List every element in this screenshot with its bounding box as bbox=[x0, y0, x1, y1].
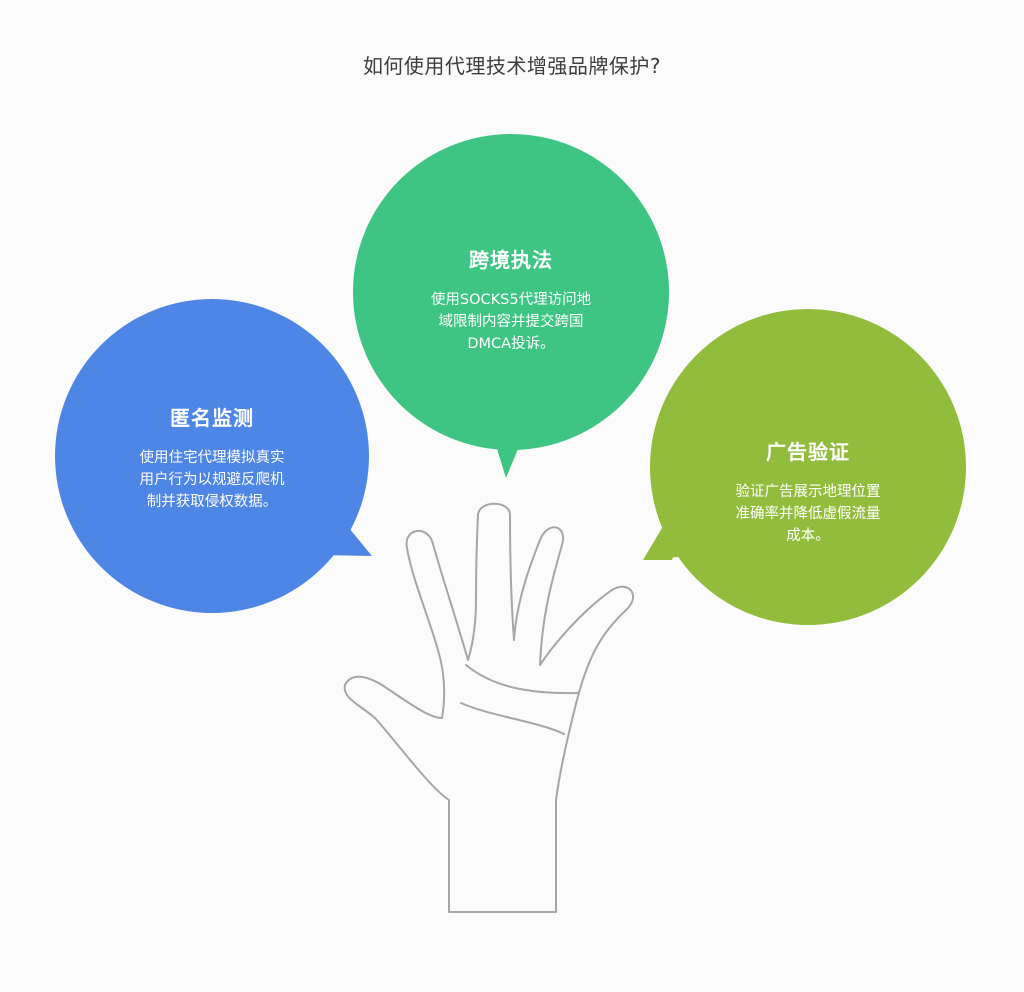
bubble-description: 使用SOCKS5代理访问地 域限制内容并提交跨国 DMCA投诉。 bbox=[391, 289, 631, 355]
bubble-desc-line: 用户行为以规避反爬机 bbox=[139, 472, 285, 488]
bubble-description: 验证广告展示地理位置 准确率并降低虚假流量 成本。 bbox=[688, 481, 928, 547]
bubble-ad-verification bbox=[642, 309, 966, 625]
bubble-desc-line: 制并获取侵权数据。 bbox=[146, 494, 278, 510]
bubble-desc-line: DMCA投诉。 bbox=[467, 336, 555, 352]
bubble-heading: 跨境执法 bbox=[469, 248, 553, 272]
bubble-cross-border-enforcement bbox=[353, 134, 669, 478]
bubble-desc-line: 使用住宅代理模拟真实 bbox=[139, 450, 285, 466]
page-title: 如何使用代理技术增强品牌保护? bbox=[362, 54, 662, 78]
bubble-text-cross-border-enforcement: 跨境执法 使用SOCKS5代理访问地 域限制内容并提交跨国 DMCA投诉。 bbox=[391, 244, 631, 355]
bubble-text-ad-verification: 广告验证 验证广告展示地理位置 准确率并降低虚假流量 成本。 bbox=[688, 436, 928, 547]
bubble-heading: 广告验证 bbox=[766, 440, 850, 464]
bubble-text-anonymous-monitoring: 匿名监测 使用住宅代理模拟真实 用户行为以规避反爬机 制并获取侵权数据。 bbox=[92, 402, 332, 513]
bubble-desc-line: 验证广告展示地理位置 bbox=[735, 484, 881, 500]
bubble-heading: 匿名监测 bbox=[170, 406, 254, 430]
bubble-description: 使用住宅代理模拟真实 用户行为以规避反爬机 制并获取侵权数据。 bbox=[92, 447, 332, 513]
open-hand-icon bbox=[343, 502, 634, 913]
bubble-desc-line: 使用SOCKS5代理访问地 bbox=[430, 292, 592, 308]
bubble-desc-line: 成本。 bbox=[786, 528, 830, 544]
bubble-desc-line: 准确率并降低虚假流量 bbox=[735, 506, 881, 522]
bubble-anonymous-monitoring bbox=[55, 299, 372, 613]
bubble-desc-line: 域限制内容并提交跨国 bbox=[438, 314, 584, 330]
